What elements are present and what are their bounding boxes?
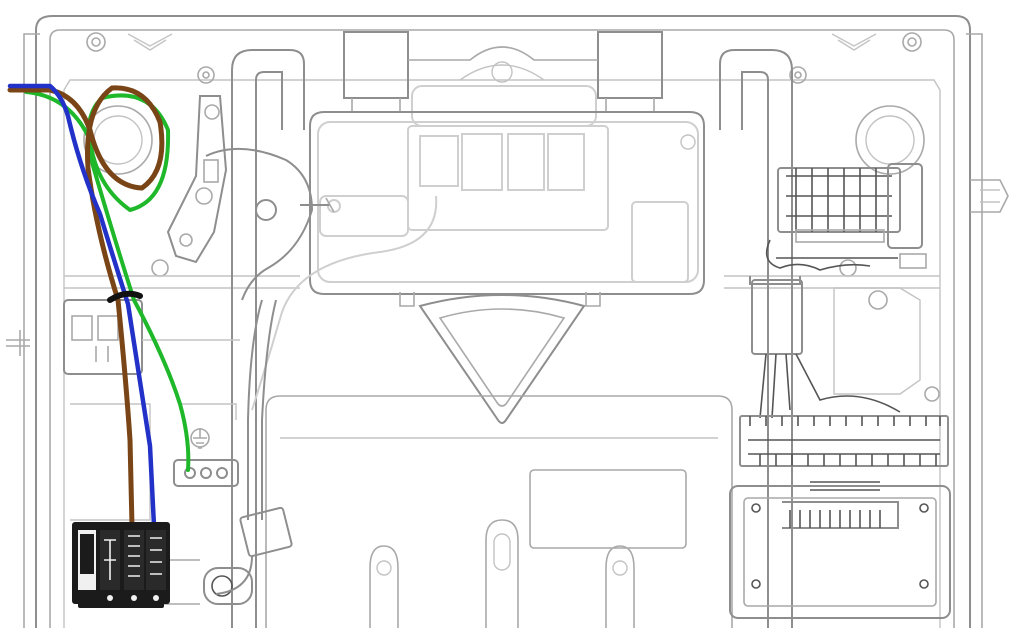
- wires: [7, 83, 191, 529]
- control-module: [251, 85, 705, 411]
- heating-element-board: [729, 415, 951, 619]
- connector-strip: [749, 163, 940, 419]
- housing-outline: [6, 15, 1009, 628]
- live-wire: [7, 85, 165, 529]
- cable-tie: [107, 290, 143, 303]
- terminal-block: [72, 522, 170, 608]
- lower-body: [160, 395, 733, 628]
- left-bracket: [63, 95, 335, 595]
- deflector: [418, 294, 586, 424]
- neutral-wire: [7, 83, 157, 529]
